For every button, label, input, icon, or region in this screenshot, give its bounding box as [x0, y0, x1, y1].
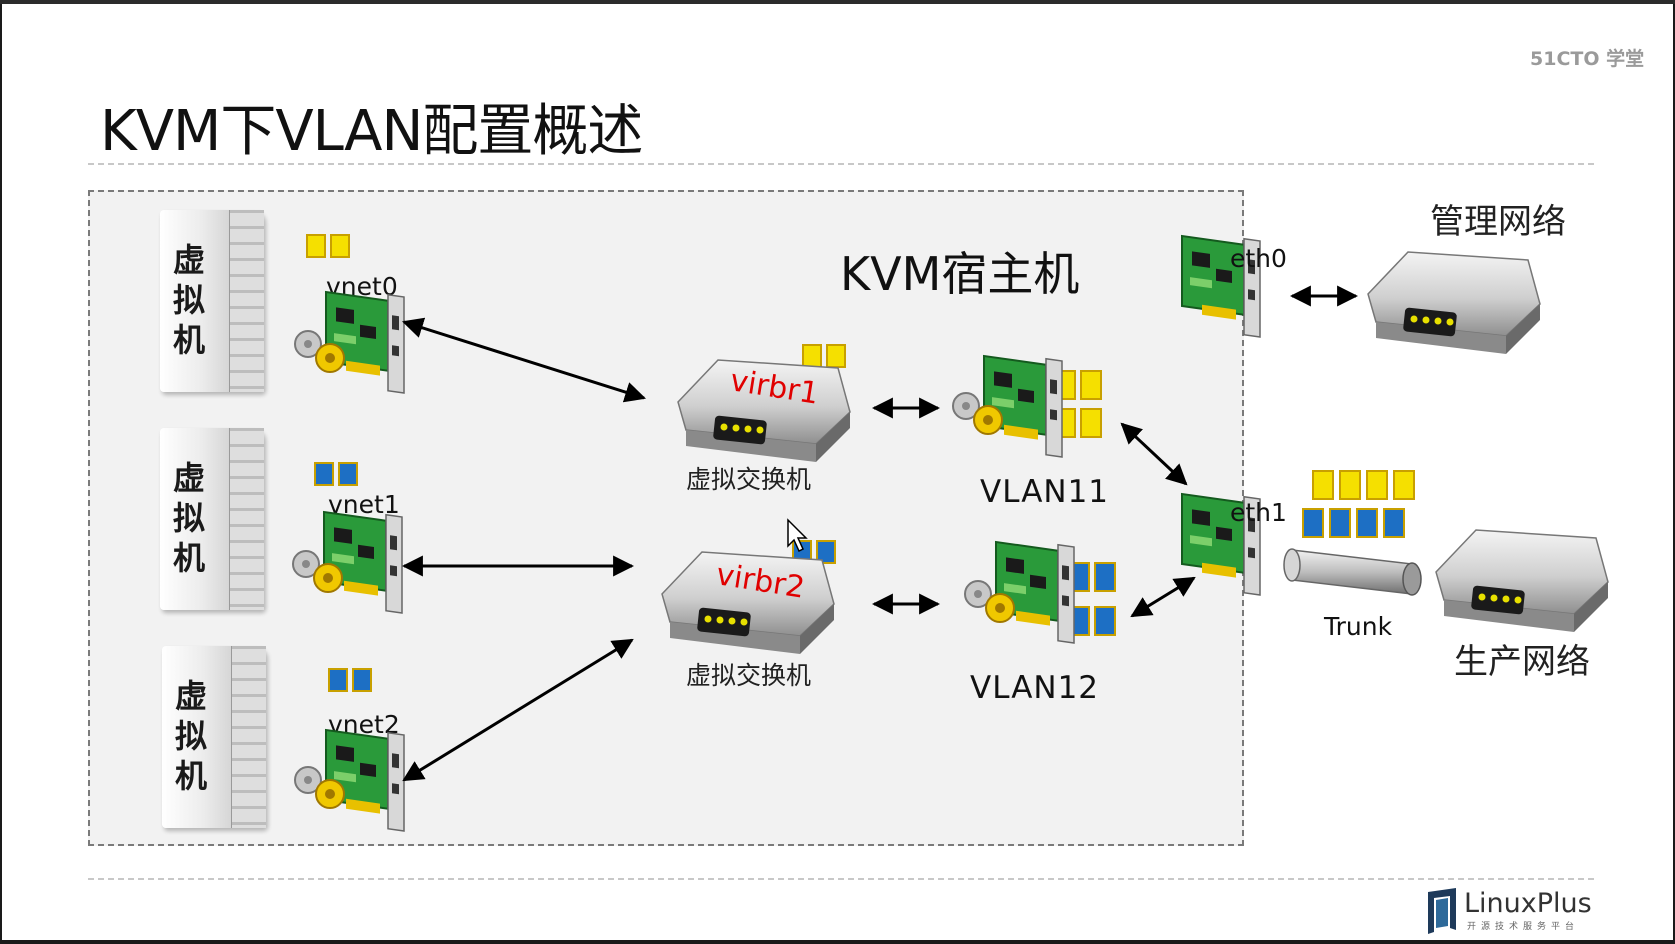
arrow-vlan12-eth1 [1130, 576, 1196, 618]
vm-server-1: 虚拟机 [160, 210, 264, 392]
vlan11-tag [1080, 408, 1102, 438]
vm-label: 虚拟机 [172, 459, 205, 577]
vlan12-tag [1383, 508, 1405, 538]
kvm-host-box [88, 190, 1244, 846]
page-title: KVM下VLAN配置概述 [100, 99, 643, 164]
prod-network-label: 生产网络 [1454, 642, 1590, 682]
vlan12-label: VLAN12 [970, 670, 1100, 706]
vm-server-3: 虚拟机 [162, 646, 266, 828]
vm-label: 虚拟机 [172, 241, 205, 359]
vlan12-tag [338, 462, 358, 486]
bottom-bar [0, 940, 1675, 944]
title-divider [88, 163, 1594, 165]
mouse-cursor-icon [787, 518, 808, 553]
vlan11-nic [983, 355, 1063, 458]
arrow-vnet2-virbr2 [402, 638, 634, 782]
vlan11-tag [826, 344, 846, 368]
kvm-host-label: KVM宿主机 [840, 247, 1080, 301]
vlan12-tag [314, 462, 334, 486]
arrow-vlan11-eth1 [1120, 422, 1188, 486]
brand-logo: 51CTO 学堂 [1530, 48, 1645, 70]
virtual-switch-caption-1: 虚拟交换机 [686, 465, 812, 494]
footer-divider [88, 878, 1594, 880]
vlan12-tag [328, 668, 348, 692]
vlan11-tag [1366, 470, 1388, 500]
vlan11-label: VLAN11 [980, 474, 1110, 510]
trunk-label: Trunk [1324, 612, 1393, 641]
slide: 51CTO 学堂 KVM下VLAN配置概述 KVM宿主机 虚拟机 虚拟机 虚拟机… [0, 4, 1675, 940]
vlan12-tag [1094, 562, 1116, 592]
vlan11-tag [306, 234, 326, 258]
linuxplus-logo-icon [1428, 888, 1456, 934]
mgmt-switch [1367, 251, 1541, 355]
vlan11-tag [330, 234, 350, 258]
prod-switch [1435, 529, 1609, 633]
eth1-label: eth1 [1230, 498, 1287, 527]
vlan12-tag [1302, 508, 1324, 538]
vlan12-tag [816, 540, 836, 564]
trunk-pipe [1283, 548, 1422, 596]
mgmt-network-label: 管理网络 [1430, 202, 1566, 242]
arrow-vnet0-virbr1 [401, 317, 647, 403]
vlan12-nic [995, 541, 1075, 644]
linuxplus-logo-text: LinuxPlus [1464, 888, 1592, 919]
eth0-label: eth0 [1230, 244, 1287, 273]
vlan12-tag [1356, 508, 1378, 538]
vm-label: 虚拟机 [174, 677, 207, 795]
vlan12-tag [1329, 508, 1351, 538]
vlan11-tag [1339, 470, 1361, 500]
vm-nic-3 [325, 729, 405, 832]
vlan12-tag [352, 668, 372, 692]
vlan11-tag [1312, 470, 1334, 500]
vm-nic-1 [325, 291, 405, 394]
vm-server-2: 虚拟机 [160, 428, 264, 610]
virtual-switch-caption-2: 虚拟交换机 [686, 661, 812, 690]
vlan11-tag [1393, 470, 1415, 500]
vlan11-tag [1080, 370, 1102, 400]
linuxplus-logo-subtitle: 开源技术服务平台 [1467, 922, 1580, 932]
network-diagram-graphics [292, 235, 1609, 832]
vlan12-tag [1094, 606, 1116, 636]
vm-nic-2 [323, 511, 403, 614]
